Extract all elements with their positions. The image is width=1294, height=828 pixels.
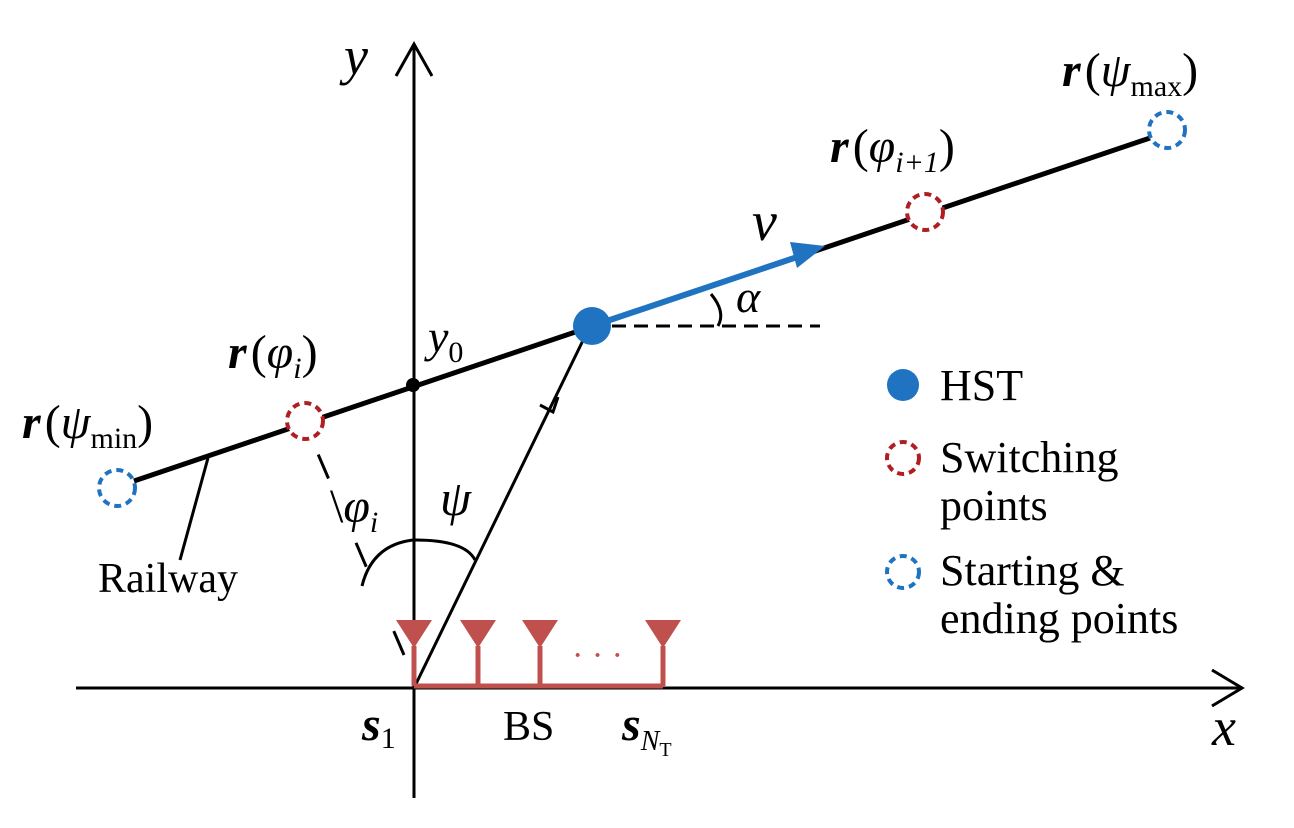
psi-ray	[412, 325, 592, 689]
alpha-arc	[709, 293, 723, 327]
legend-switching-label-1: Switching	[940, 433, 1118, 482]
legend-starting-label-1: Starting &	[940, 546, 1125, 595]
antenna-n	[645, 620, 681, 686]
antenna-2	[460, 620, 496, 686]
velocity-arrowhead	[790, 242, 825, 268]
x-axis-label: x	[1211, 697, 1236, 757]
y0-label: y0	[424, 311, 463, 369]
legend-hst-label: HST	[940, 361, 1023, 410]
velocity-arrow	[591, 249, 814, 329]
y0-point	[406, 378, 420, 392]
start-point-psi-min	[97, 468, 137, 508]
railway-pointer	[178, 457, 210, 561]
psi-ray-arrowhead	[539, 396, 560, 415]
switching-point-phi-i1	[905, 192, 945, 232]
alpha-label: α	[736, 271, 761, 322]
antenna-3	[522, 620, 558, 686]
end-point-psi-max	[1147, 110, 1187, 150]
phi-angle-arc	[360, 538, 414, 587]
psi-angle-arc	[414, 538, 477, 561]
switching-point-phi-i	[285, 401, 325, 441]
bs-label: BS	[503, 704, 554, 750]
hst-marker	[573, 307, 611, 345]
legend-hst-marker	[887, 369, 919, 401]
legend-starting-label-2: ending points	[940, 594, 1178, 643]
label-r-psi-max: r(ψmax)	[1062, 44, 1198, 103]
antenna-1	[396, 620, 432, 686]
phi-i-angle-label: \φi	[330, 480, 378, 539]
bs-dots: · · ·	[572, 637, 623, 674]
label-r-psi-min: r(ψmin)	[22, 396, 153, 455]
phi-ray-dashed	[310, 439, 406, 656]
sN-label: sNT	[621, 698, 672, 761]
legend: HST Switching points Starting & ending p…	[885, 361, 1178, 643]
legend-switching-label-2: points	[940, 481, 1048, 530]
label-r-phi-i: r(φi)	[228, 326, 318, 385]
bs-antenna-array	[396, 620, 681, 689]
velocity-label: v	[752, 191, 777, 253]
legend-switching-marker	[885, 440, 921, 476]
legend-starting-marker	[885, 554, 921, 590]
label-r-phi-i1: r(φi+1)	[830, 120, 955, 179]
s1-label: s1	[361, 698, 396, 755]
y-axis-label: y	[339, 26, 368, 86]
railway-label: Railway	[98, 556, 238, 602]
psi-angle-label: ψ	[440, 470, 472, 526]
